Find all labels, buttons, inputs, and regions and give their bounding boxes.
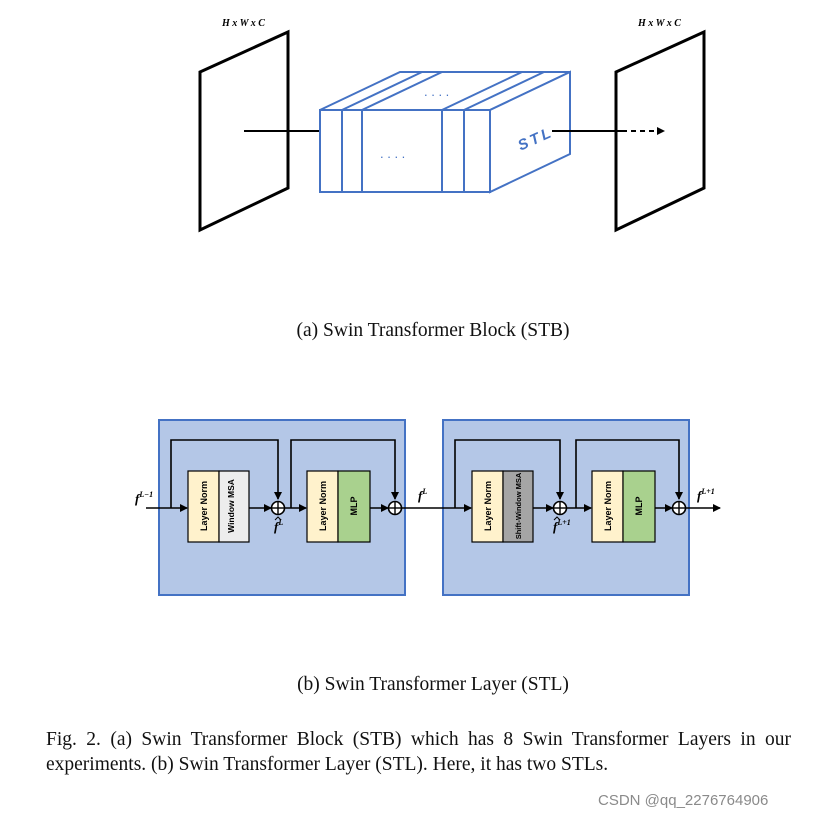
stl2-sum-node-2 xyxy=(671,500,687,516)
stl2-norm1-text: Layer Norm xyxy=(483,481,493,531)
watermark: CSDN @qq_2276764906 xyxy=(598,792,769,809)
stl-diagram: Layer Norm Window MSA Layer Norm MLP fL−… xyxy=(135,419,721,596)
stl1-norm2-text: Layer Norm xyxy=(318,481,328,531)
stl1-sum-node-1 xyxy=(270,500,286,516)
stl2-mlp-text: MLP xyxy=(634,497,644,516)
stl1-window-msa-text: Window MSA xyxy=(226,479,236,533)
stl2-norm1-block xyxy=(471,470,504,543)
stb-stack xyxy=(319,70,571,194)
stb-dots-front: . . . . xyxy=(380,146,405,161)
stl2-mid-label: fL+1 xyxy=(553,518,571,534)
stl1-norm1-text: Layer Norm xyxy=(199,481,209,531)
stb-output-label: H x W x C xyxy=(637,18,681,29)
stl2-shift-msa-block xyxy=(502,470,534,543)
stl2-mid-hat xyxy=(553,516,561,521)
stl2-sum-node-1 xyxy=(552,500,568,516)
stl1-mlp-block xyxy=(337,470,371,543)
stl2-norm2-block xyxy=(591,470,624,543)
stb-diagram: H x W x C . . . . . . . . STL xyxy=(198,18,706,233)
stb-dots-top: . . . . xyxy=(424,84,449,99)
stl1-mid-label: fL xyxy=(274,518,283,534)
stl-layer-1: Layer Norm Window MSA Layer Norm MLP fL−… xyxy=(135,439,440,543)
stl2-shift-msa-text: Shift-Window MSA xyxy=(514,472,523,539)
stl1-input-label: fL−1 xyxy=(135,490,153,506)
stl-layer-2: Layer Norm Shift-Window MSA Layer Norm M… xyxy=(440,439,721,543)
stb-output-plane xyxy=(614,29,706,233)
stl1-mid-hat xyxy=(274,516,282,521)
stl2-out-label: fL+1 xyxy=(697,487,715,503)
stl1-mlp-text: MLP xyxy=(349,497,359,516)
stb-caption: (a) Swin Transformer Block (STB) xyxy=(297,320,570,341)
stl-caption: (b) Swin Transformer Layer (STL) xyxy=(297,674,569,695)
stl2-norm2-text: Layer Norm xyxy=(603,481,613,531)
figure-caption: Fig. 2. (a) Swin Transformer Block (STB)… xyxy=(46,729,791,775)
stl2-mlp-block xyxy=(622,470,656,543)
stl1-window-msa-block xyxy=(218,470,250,543)
stl1-sum-node-2 xyxy=(387,500,403,516)
stl1-out-label: fL xyxy=(418,487,427,503)
stb-input-label: H x W x C xyxy=(221,18,265,29)
stl1-norm2-block xyxy=(306,470,339,543)
